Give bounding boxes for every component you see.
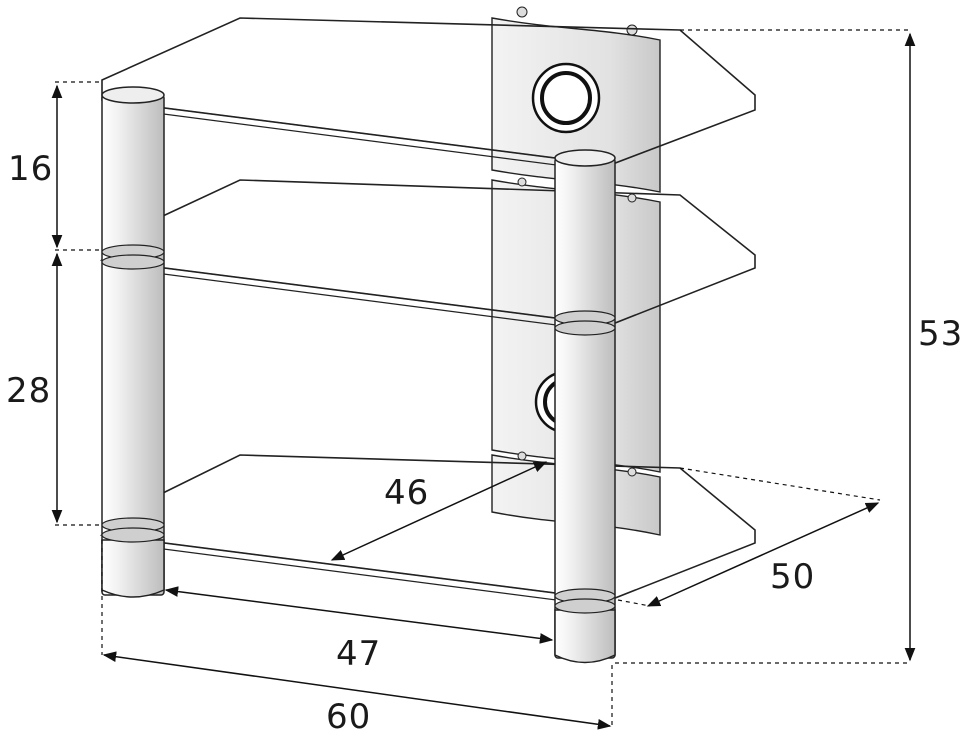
dim-line-overall-width: [102, 651, 612, 730]
label-overall-width: 60: [326, 697, 371, 737]
label-middle-gap: 28: [6, 371, 51, 411]
label-overall-depth: 50: [770, 557, 815, 597]
extension-lines: [55, 29, 910, 728]
panel-bolts: [516, 6, 638, 477]
dim-line-inner-width: [164, 586, 554, 644]
post-front-left: [101, 86, 165, 598]
label-shelf-depth: 46: [384, 473, 429, 513]
label-total-height: 53: [918, 314, 963, 354]
dim-line-overall-depth: [646, 502, 880, 607]
post-front-right: [554, 149, 616, 664]
label-top-gap: 16: [8, 149, 53, 189]
dimension-lines: [51, 32, 916, 730]
dimension-labels: 16 28 53 47 60 46 50: [6, 149, 963, 737]
label-inner-width: 47: [336, 634, 381, 674]
dim-line-shelf-depth: [330, 461, 548, 561]
cable-hole-top: [531, 62, 601, 134]
